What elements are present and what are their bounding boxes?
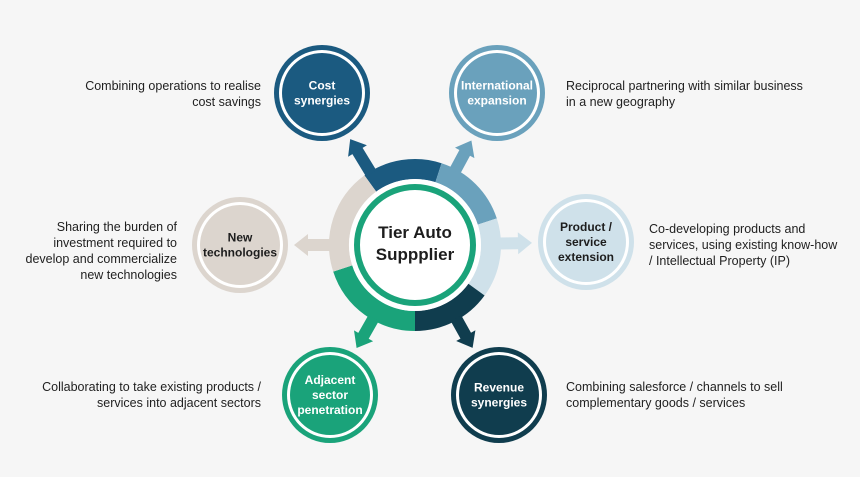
new-technologies-label: technologies: [203, 246, 277, 260]
revenue-synergies-ring-segment: [414, 283, 485, 331]
cost-synergies-arrow: [348, 139, 377, 177]
description-line: / Intellectual Property (IP): [649, 254, 791, 268]
description-line: Collaborating to take existing products …: [42, 380, 261, 394]
product-service-extension-label: Product /: [560, 220, 613, 234]
adjacent-sector-penetration-ring-segment: [333, 265, 416, 331]
product-service-extension-description: Co-developing products and services, usi…: [649, 221, 837, 269]
revenue-synergies-label: Revenue: [474, 381, 524, 395]
new-technologies-description: Sharing the burden of investment require…: [26, 219, 177, 283]
new-technologies-ring-segment: [329, 175, 377, 272]
adjacent-sector-penetration-label: penetration: [297, 403, 362, 417]
new-technologies-label: New: [228, 231, 253, 245]
product-service-extension-arrow: [498, 232, 532, 255]
description-line: Reciprocal partnering with similar busin…: [566, 79, 803, 93]
center-title-line-1: Tier Auto: [378, 223, 452, 242]
product-service-extension-ring-segment: [468, 218, 501, 296]
center-title-line-2: Suppplier: [376, 245, 455, 264]
international-expansion-label: International: [461, 79, 533, 93]
center-hub: Tier Auto Suppplier: [349, 179, 481, 311]
cost-synergies-core: [282, 53, 362, 133]
description-line: services, using existing know-how: [649, 238, 838, 252]
international-expansion-description: Reciprocal partnering with similar busin…: [566, 78, 803, 110]
description-line: complementary goods / services: [566, 396, 746, 410]
international-expansion-label: expansion: [467, 94, 526, 108]
description-line: services into adjacent sectors: [97, 396, 261, 410]
adjacent-sector-penetration-label: sector: [312, 388, 348, 402]
description-line: Combining operations to realise: [85, 79, 261, 93]
new-technologies-core: [200, 205, 280, 285]
node-group: CostsynergiesInternationalexpansionProdu…: [192, 45, 634, 443]
revenue-synergies-arrow: [450, 315, 476, 348]
revenue-synergies-description: Combining salesforce / channels to sell …: [566, 379, 783, 411]
adjacent-sector-penetration-arrow: [354, 315, 379, 348]
product-service-extension-label: service: [565, 235, 607, 249]
description-line: in a new geography: [566, 95, 676, 109]
center-ring-segments: [329, 159, 501, 331]
description-line: develop and commercialize: [25, 252, 177, 266]
description-line: Combining salesforce / channels to sell: [566, 380, 783, 394]
product-service-extension-core: [546, 202, 626, 282]
revenue-synergies-label: synergies: [471, 396, 527, 410]
international-expansion-core: [457, 53, 537, 133]
adjacent-sector-penetration-label: Adjacent: [305, 373, 356, 387]
revenue-synergies-core: [459, 355, 539, 435]
adjacent-sector-penetration-description: Collaborating to take existing products …: [42, 379, 261, 411]
description-line: investment required to: [53, 236, 177, 250]
arrow-group: [294, 139, 532, 348]
description-line: cost savings: [192, 95, 261, 109]
adjacent-sector-penetration-core: [290, 355, 370, 435]
cost-synergies-label: Cost: [309, 79, 336, 93]
new-technologies-arrow: [294, 234, 331, 256]
description-line: Sharing the burden of: [56, 220, 177, 234]
cost-synergies-ring-segment: [364, 159, 442, 192]
description-line: new technologies: [80, 268, 177, 282]
center-hub-ring: [354, 184, 476, 306]
cost-synergies-label: synergies: [294, 94, 350, 108]
product-service-extension-label: extension: [558, 250, 614, 264]
cost-synergies-description: Combining operations to realise cost sav…: [85, 78, 261, 110]
international-expansion-arrow: [449, 140, 475, 174]
international-expansion-ring-segment: [435, 163, 497, 225]
description-line: Co-developing products and: [649, 222, 806, 236]
